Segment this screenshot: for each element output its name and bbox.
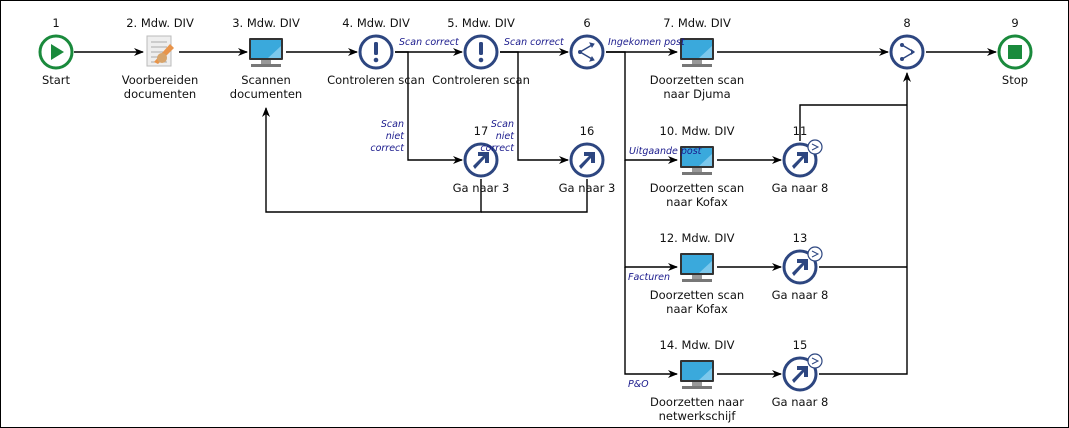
node-header: 11 xyxy=(792,124,808,138)
node-header: 9 xyxy=(1011,16,1019,30)
edge-5-16[interactable] xyxy=(500,51,569,164)
edge-label-6-10: post xyxy=(680,146,702,157)
node-label: Doorzetten naar xyxy=(650,395,744,409)
computer-monitor-icon xyxy=(680,38,714,67)
node-header: 16 xyxy=(579,124,595,138)
node-2[interactable] xyxy=(146,35,174,67)
node-label: Doorzetten scan xyxy=(649,181,745,195)
edge-label-6-12: Facturen xyxy=(628,272,671,283)
node-5[interactable] xyxy=(463,34,499,70)
node-16[interactable] xyxy=(569,142,605,178)
node-header: 13 xyxy=(792,231,808,245)
node-label: Ga naar 3 xyxy=(558,181,616,195)
node-label: Ga naar 8 xyxy=(771,395,829,409)
exclamation-decision-icon xyxy=(358,34,394,70)
node-header: 1 xyxy=(52,16,60,30)
node-label: Controleren scan xyxy=(327,73,425,87)
goto-merge-arrow-icon xyxy=(782,139,823,178)
edge-16-3[interactable] xyxy=(481,179,588,213)
node-label: documenten xyxy=(229,87,303,101)
computer-monitor-icon xyxy=(680,146,714,175)
node-label: Ga naar 8 xyxy=(771,181,829,195)
node-6[interactable] xyxy=(569,34,605,70)
edge-15-8[interactable] xyxy=(819,72,911,375)
node-header: 8 xyxy=(903,16,911,30)
edge-6-10[interactable] xyxy=(606,51,678,164)
goto-merge-arrow-icon xyxy=(782,353,823,392)
edge-label-5-6: correct xyxy=(530,37,564,48)
exclamation-decision-icon xyxy=(463,34,499,70)
edge-6-14[interactable] xyxy=(624,267,678,378)
node-label: Doorzetten scan xyxy=(649,288,745,302)
node-10[interactable] xyxy=(680,146,714,175)
document-pencil-icon xyxy=(146,35,174,67)
node-label: naar Djuma xyxy=(663,87,731,101)
goto-arrow-icon xyxy=(463,142,499,178)
edge-label-4-17: Scan xyxy=(380,119,404,130)
edge-4-17[interactable] xyxy=(395,51,463,164)
merge-gateway-icon xyxy=(889,34,925,70)
node-label: Doorzetten scan xyxy=(649,73,745,87)
node-8[interactable] xyxy=(889,34,925,70)
node-label: naar Kofax xyxy=(666,302,728,316)
node-header: 15 xyxy=(792,338,808,352)
edge-label-6-14: P&O xyxy=(628,379,649,390)
edge-label-5-16: niet xyxy=(495,131,514,142)
node-1[interactable] xyxy=(38,34,74,70)
node-label: Ga naar 8 xyxy=(771,288,829,302)
node-header: 17 xyxy=(473,124,489,138)
computer-monitor-icon xyxy=(680,360,714,389)
computer-monitor-icon xyxy=(680,253,714,282)
node-header: 12. Mdw. DIV xyxy=(659,231,735,245)
edge-label-4-17: niet xyxy=(385,131,404,142)
node-label: Voorbereiden xyxy=(121,73,199,87)
edge-17-3[interactable] xyxy=(262,107,482,213)
edge-label-4-5: Scan xyxy=(399,37,423,48)
split-gateway-icon xyxy=(569,34,605,70)
edge-label-4-5: correct xyxy=(425,37,459,48)
node-label: Start xyxy=(41,73,71,87)
edge-6-12[interactable] xyxy=(624,160,678,271)
node-label: netwerkschijf xyxy=(658,409,736,423)
node-11[interactable] xyxy=(782,139,823,178)
node-header: 6 xyxy=(583,16,591,30)
computer-monitor-icon xyxy=(249,38,283,67)
node-3[interactable] xyxy=(249,38,283,67)
node-17[interactable] xyxy=(463,142,499,178)
node-label: Ga naar 3 xyxy=(452,181,510,195)
node-header: 2. Mdw. DIV xyxy=(126,16,194,30)
node-header: 14. Mdw. DIV xyxy=(659,338,735,352)
node-label: Stop xyxy=(1001,73,1029,87)
node-header: 3. Mdw. DIV xyxy=(232,16,300,30)
goto-arrow-icon xyxy=(569,142,605,178)
node-label: naar Kofax xyxy=(666,195,728,209)
node-4[interactable] xyxy=(358,34,394,70)
stop-square-icon xyxy=(997,34,1033,70)
goto-merge-arrow-icon xyxy=(782,246,823,285)
node-12[interactable] xyxy=(680,253,714,282)
edge-label-4-17: correct xyxy=(370,143,404,154)
node-header: 7. Mdw. DIV xyxy=(663,16,731,30)
node-label: Controleren scan xyxy=(432,73,530,87)
edge-label-5-16: Scan xyxy=(490,119,514,130)
edge-label-5-6: Scan xyxy=(504,37,528,48)
node-label: Scannen xyxy=(241,73,291,87)
edge-label-6-7: post xyxy=(664,37,685,48)
node-header: 5. Mdw. DIV xyxy=(447,16,515,30)
node-14[interactable] xyxy=(680,360,714,389)
edge-11-8[interactable] xyxy=(799,104,907,141)
edge-label-5-16: correct xyxy=(480,143,514,154)
edge-label-6-7: Ingekomen xyxy=(608,37,662,48)
start-play-icon xyxy=(38,34,74,70)
node-15[interactable] xyxy=(782,353,823,392)
node-header: 10. Mdw. DIV xyxy=(659,124,735,138)
node-7[interactable] xyxy=(680,38,714,67)
node-label: documenten xyxy=(123,87,197,101)
edge-label-6-10: Uitgaande xyxy=(629,146,678,157)
node-header: 4. Mdw. DIV xyxy=(342,16,410,30)
node-9[interactable] xyxy=(997,34,1033,70)
node-13[interactable] xyxy=(782,246,823,285)
